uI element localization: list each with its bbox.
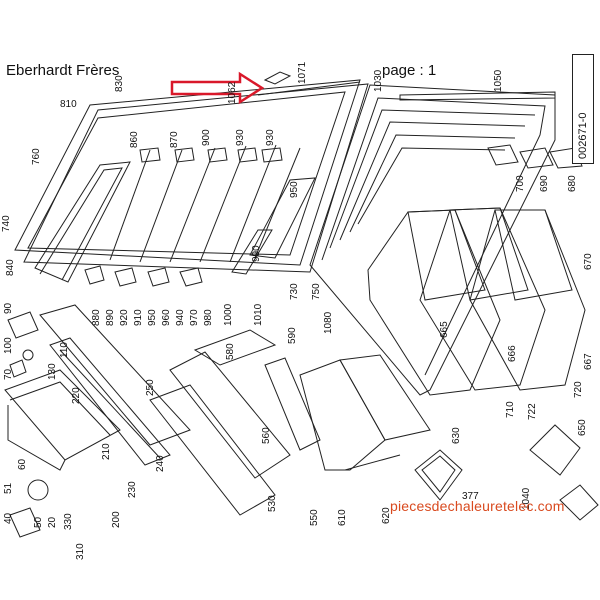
brand-title: Eberhardt Frères: [6, 62, 120, 79]
part-number-840: 840: [5, 259, 16, 276]
part-number-20: 20: [47, 516, 58, 528]
document-number: 002671-0: [577, 112, 589, 160]
part-number-830: 830: [114, 75, 125, 92]
part-number-100: 100: [3, 337, 14, 354]
part-number-560: 560: [261, 427, 272, 444]
part-number-90: 90: [3, 302, 14, 314]
part-number-250: 250: [145, 379, 156, 396]
part-number-610: 610: [337, 509, 348, 526]
part-number-710: 710: [505, 401, 516, 418]
glass-shelf-530: [149, 384, 276, 516]
part-number-1071: 1071: [297, 61, 308, 84]
part-number-900: 900: [201, 129, 212, 146]
part-number-330: 330: [63, 513, 74, 530]
part-number-50: 50: [33, 516, 44, 528]
part-number-950-b: 950: [147, 309, 158, 326]
part-number-960: 960: [161, 309, 172, 326]
part-number-700: 700: [515, 175, 526, 192]
part-number-1080: 1080: [323, 311, 334, 334]
part-number-1050: 1050: [493, 69, 504, 92]
page-label: page : 1: [382, 62, 437, 79]
part-number-550: 550: [309, 509, 320, 526]
part-number-200: 200: [111, 511, 122, 528]
door-frame-outer: [14, 79, 361, 266]
door-frame-rim: [23, 83, 369, 273]
door-frame-inner: [27, 91, 346, 256]
part-number-810: 810: [60, 99, 77, 110]
part-number-1000: 1000: [223, 303, 234, 326]
part-number-940: 940: [175, 309, 186, 326]
part-number-870: 870: [169, 131, 180, 148]
part-number-40: 40: [3, 512, 14, 524]
part-number-110: 110: [59, 342, 70, 358]
part-number-240: 240: [155, 455, 166, 472]
part-number-530: 530: [267, 495, 278, 512]
part-number-670: 670: [583, 253, 594, 270]
part-number-1062: 1062: [227, 81, 238, 104]
part-number-860: 860: [129, 131, 140, 148]
part-number-890: 890: [105, 309, 116, 326]
site-watermark: piecesdechaleuretelec.com: [390, 498, 565, 514]
part-number-680: 680: [567, 175, 578, 192]
part-number-910: 910: [133, 309, 144, 326]
part-number-130: 130: [47, 363, 58, 380]
part-number-377: 377: [462, 491, 479, 502]
part-number-230: 230: [127, 481, 138, 498]
part-number-760: 760: [31, 148, 42, 165]
part-number-220: 220: [71, 387, 82, 404]
part-number-210: 210: [101, 443, 112, 460]
part-number-51: 51: [3, 482, 14, 494]
line-art: [4, 71, 599, 538]
glass-shelf-560: [169, 351, 291, 479]
door-bin-tall-face: [39, 167, 123, 281]
part-number-920: 920: [119, 309, 130, 326]
part-number-720: 720: [573, 381, 584, 398]
part-number-880: 880: [91, 309, 102, 326]
part-number-930-b: 930: [265, 129, 276, 146]
glass-shelf-grill: [49, 337, 171, 466]
part-number-970: 970: [189, 309, 200, 326]
document-number-box: 002671-0: [572, 54, 594, 164]
part-number-666: 666: [507, 345, 518, 362]
part-number-722: 722: [527, 403, 538, 420]
part-number-590: 590: [287, 327, 298, 344]
door-bin-tall: [34, 161, 131, 283]
part-number-690: 690: [539, 175, 550, 192]
part-number-580: 580: [225, 343, 236, 360]
part-number-60: 60: [17, 458, 28, 470]
part-number-990: 990: [251, 245, 262, 262]
part-number-740: 740: [1, 215, 12, 232]
part-number-667: 667: [583, 353, 594, 370]
cabinet-inner: [321, 97, 546, 376]
part-number-70: 70: [3, 368, 14, 380]
egg-tray: [414, 449, 463, 501]
highlight-arrow: [170, 71, 265, 105]
part-number-310: 310: [75, 543, 86, 560]
part-number-1030: 1030: [373, 69, 384, 92]
part-number-1010: 1010: [253, 303, 264, 326]
part-number-750: 750: [311, 283, 322, 300]
part-number-630: 630: [451, 427, 462, 444]
part-number-730: 730: [289, 283, 300, 300]
part-number-665: 665: [439, 321, 450, 338]
part-number-930-a: 930: [235, 129, 246, 146]
drawer-666: [419, 207, 546, 391]
part-number-980: 980: [203, 309, 214, 326]
cabinet-outer: [309, 84, 556, 396]
glass-shelf-240: [39, 304, 191, 446]
part-number-650: 650: [577, 419, 588, 436]
part-number-950: 950: [289, 181, 300, 198]
control-box: [4, 369, 121, 461]
